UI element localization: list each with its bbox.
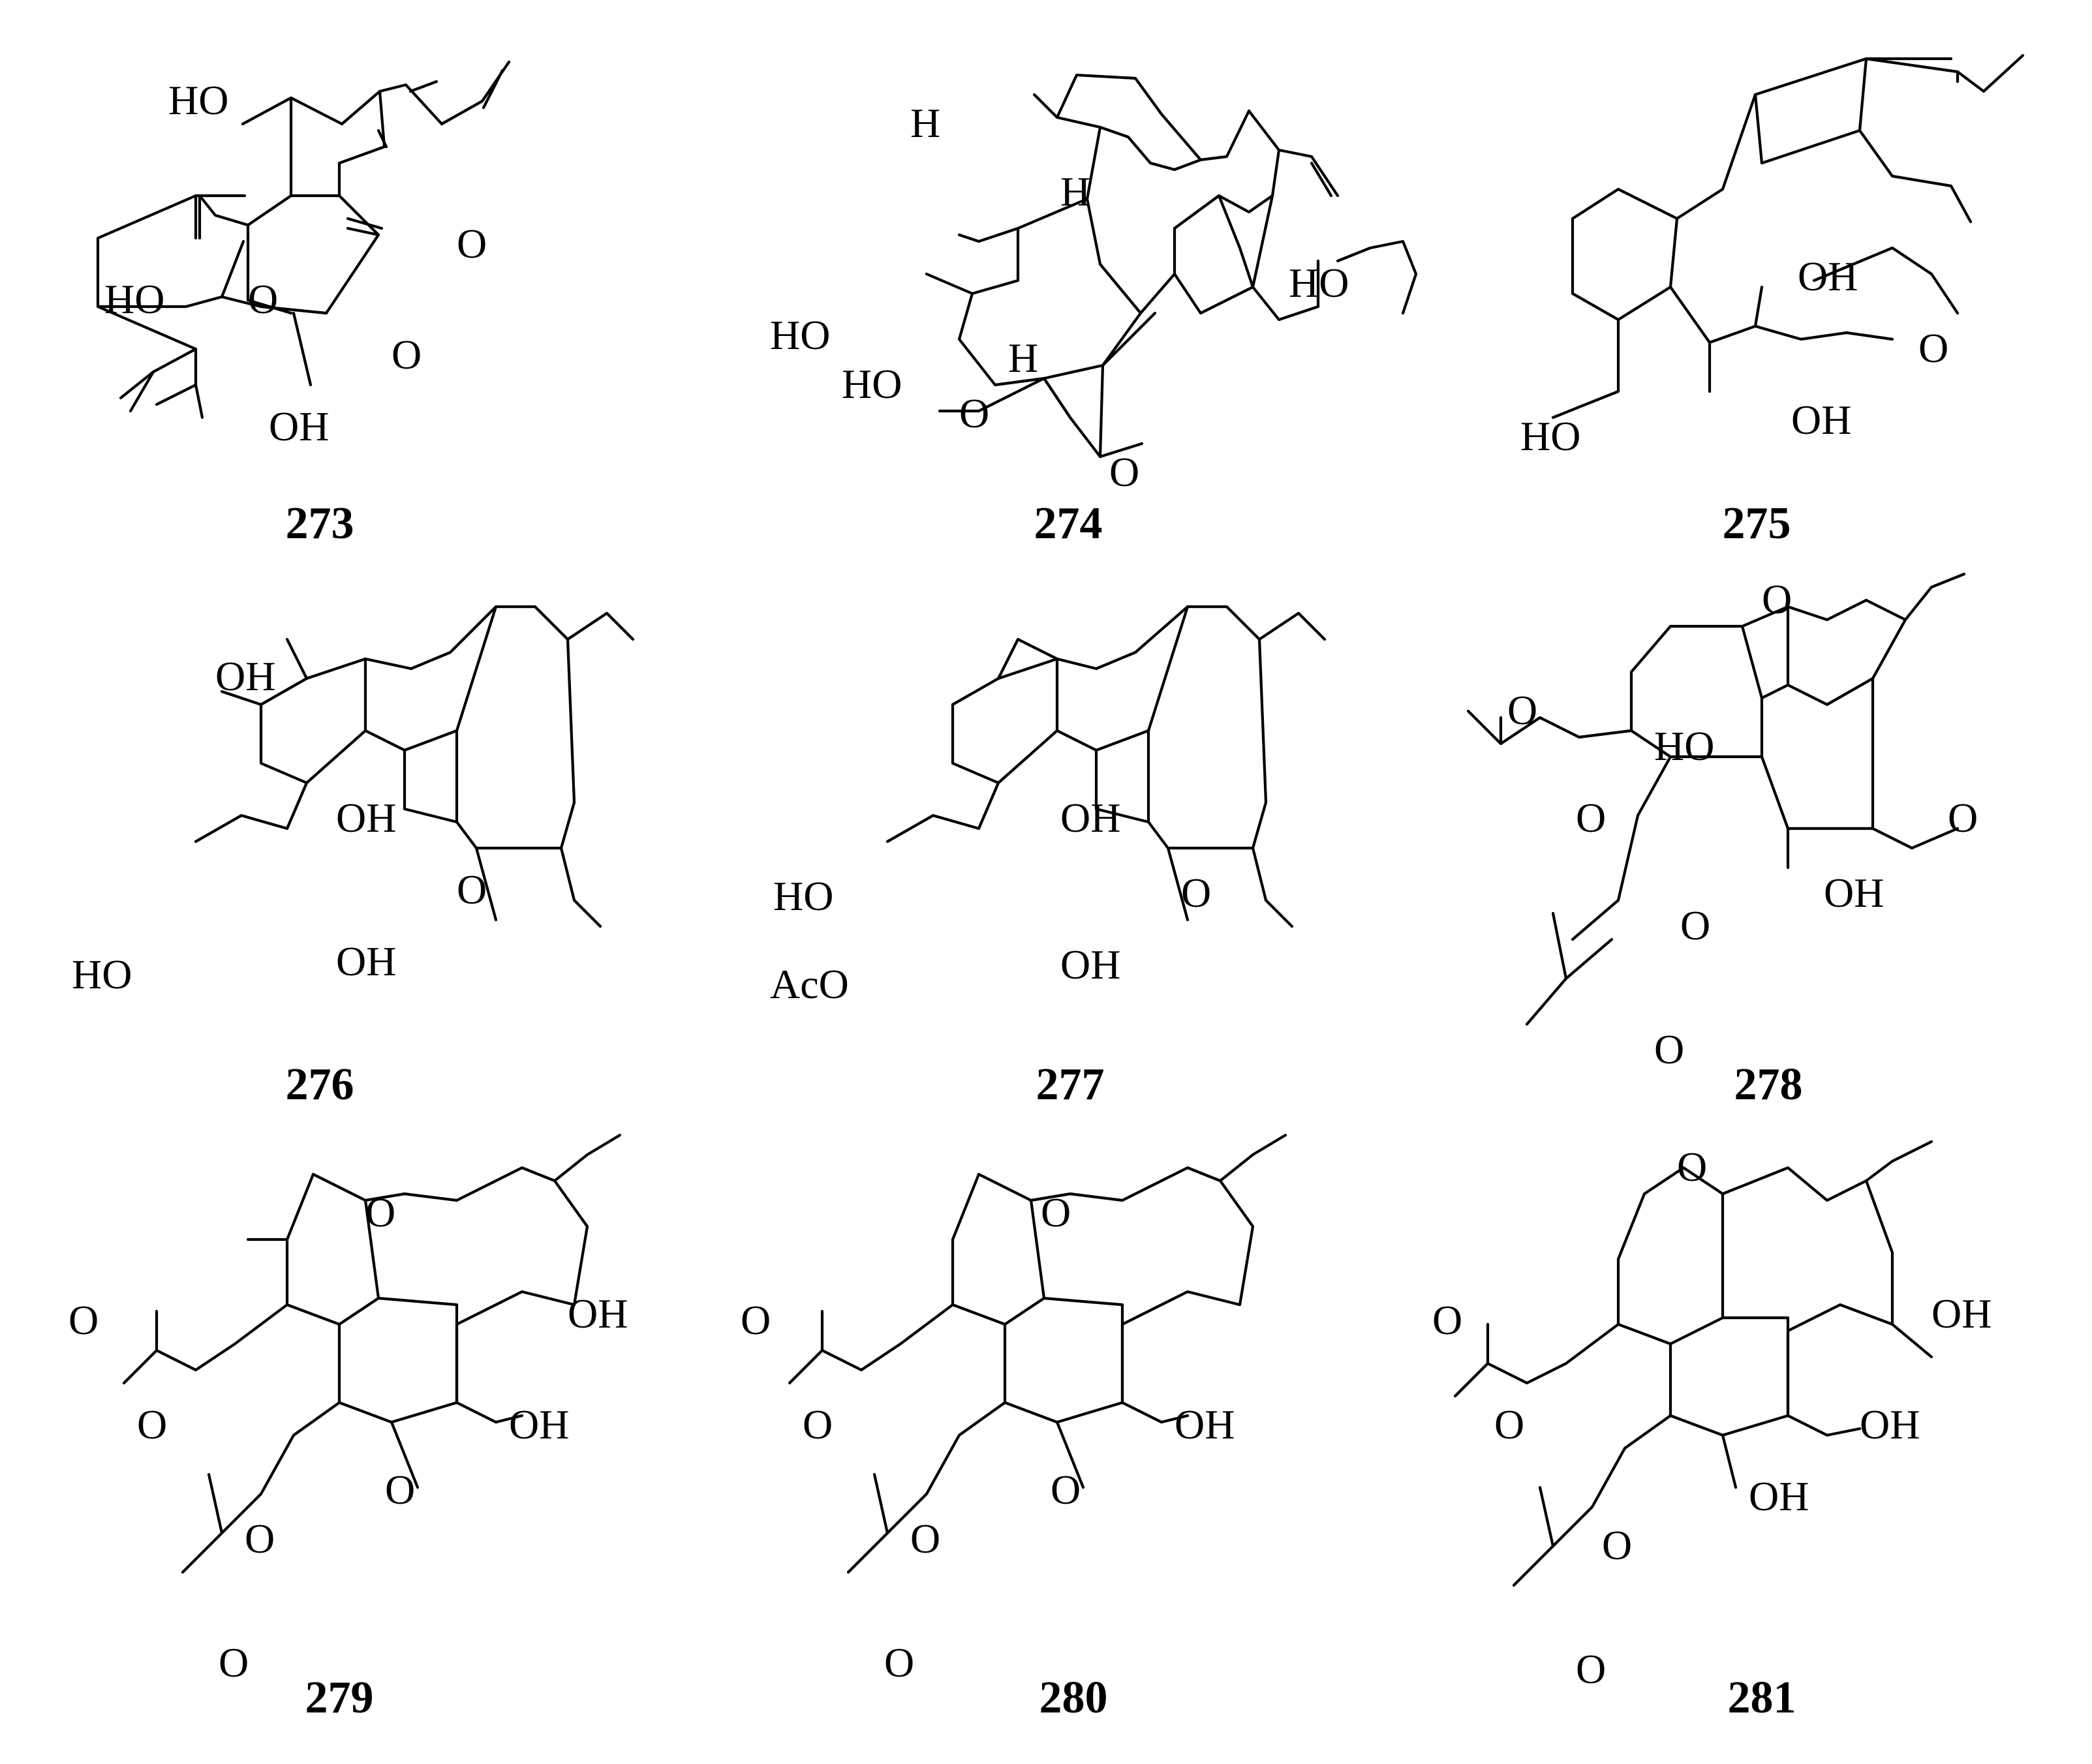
structure-273 [96, 60, 511, 419]
atom-label: O [457, 220, 487, 267]
atom-label: HO [104, 276, 164, 322]
atom-label: O [248, 276, 278, 322]
atom-label: AcO [770, 961, 849, 1007]
atom-label: HO [72, 951, 132, 997]
atom-label: OH [1060, 795, 1120, 841]
atom-label: OH [215, 653, 275, 699]
atom-label: H [1008, 335, 1038, 381]
atom-label: OH [1798, 253, 1858, 299]
compound-number: 275 [1723, 498, 1791, 549]
atom-label: O [1576, 1646, 1606, 1692]
structure-278 [1466, 572, 1966, 1026]
atom-label: OH [1175, 1401, 1235, 1448]
atom-label: O [365, 1189, 395, 1236]
atom-label: O [1051, 1467, 1081, 1513]
atom-label: O [1602, 1522, 1632, 1568]
atom-label: O [884, 1639, 914, 1686]
atom-label: O [457, 866, 487, 913]
atom-label: HO [1654, 723, 1714, 769]
compound-number: 278 [1734, 1059, 1803, 1110]
atom-label: O [1041, 1189, 1071, 1236]
compound-number: 277 [1036, 1059, 1105, 1110]
atom-label: OH [269, 403, 329, 449]
atom-label: O [1576, 795, 1606, 841]
atom-label: H [910, 100, 940, 146]
atom-label: O [1948, 795, 1978, 841]
atom-label: O [1181, 870, 1211, 916]
structure-279 [122, 1133, 622, 1574]
atom-label: O [219, 1639, 249, 1686]
atom-label: HO [773, 873, 833, 919]
structure-280 [788, 1133, 1287, 1574]
atom-label: O [1109, 449, 1139, 495]
atom-label: O [741, 1297, 771, 1343]
atom-label: O [959, 390, 989, 436]
compound-number: 281 [1728, 1673, 1796, 1723]
compound-numbers: 273 274 275 276 277 278 279 280 281 [286, 498, 1803, 1723]
structure-274 [925, 73, 1418, 459]
atom-label: H [1060, 168, 1090, 215]
atom-label: O [910, 1515, 940, 1562]
atom-label: OH [509, 1401, 569, 1448]
atom-label: O [803, 1401, 833, 1448]
atom-label: O [1762, 576, 1792, 622]
atom-label: OH [568, 1290, 628, 1337]
atom-label: HO [1289, 260, 1349, 306]
atom-label: OH [1060, 941, 1120, 988]
atom-labels: HO HO O O O OH H H HO HO H O O HO OH O O… [69, 77, 1992, 1692]
compound-number: 273 [286, 498, 354, 549]
atom-label: OH [1931, 1290, 1992, 1337]
atom-label: OH [336, 938, 396, 984]
structure-277 [885, 605, 1327, 928]
atom-label: OH [1749, 1473, 1809, 1519]
compound-number: 280 [1039, 1673, 1108, 1723]
compound-number: 276 [286, 1059, 354, 1110]
compound-number: 279 [305, 1673, 374, 1723]
atom-label: O [245, 1515, 275, 1562]
compound-number: 274 [1034, 498, 1103, 549]
structure-281 [1453, 1140, 1933, 1587]
atom-label: O [1680, 902, 1710, 949]
atom-label: O [1654, 1026, 1684, 1072]
atom-label: HO [168, 77, 228, 123]
atom-label: O [385, 1467, 415, 1513]
atom-label: OH [1791, 397, 1851, 443]
atom-label: O [137, 1401, 167, 1448]
structure-276 [194, 605, 635, 928]
atom-label: HO [842, 361, 902, 407]
atom-label: OH [1860, 1401, 1920, 1448]
atom-label: O [392, 331, 422, 378]
atom-label: O [1494, 1401, 1524, 1448]
atom-label: O [69, 1297, 99, 1343]
atom-label: HO [1520, 413, 1580, 459]
atom-label: OH [336, 795, 396, 841]
atom-label: O [1432, 1297, 1462, 1343]
atom-label: O [1918, 325, 1948, 371]
atom-label: OH [1824, 870, 1884, 916]
structure-275 [1551, 53, 2025, 419]
atom-label: HO [770, 312, 830, 358]
atom-label: O [1507, 687, 1537, 733]
atom-label: O [1677, 1144, 1707, 1190]
